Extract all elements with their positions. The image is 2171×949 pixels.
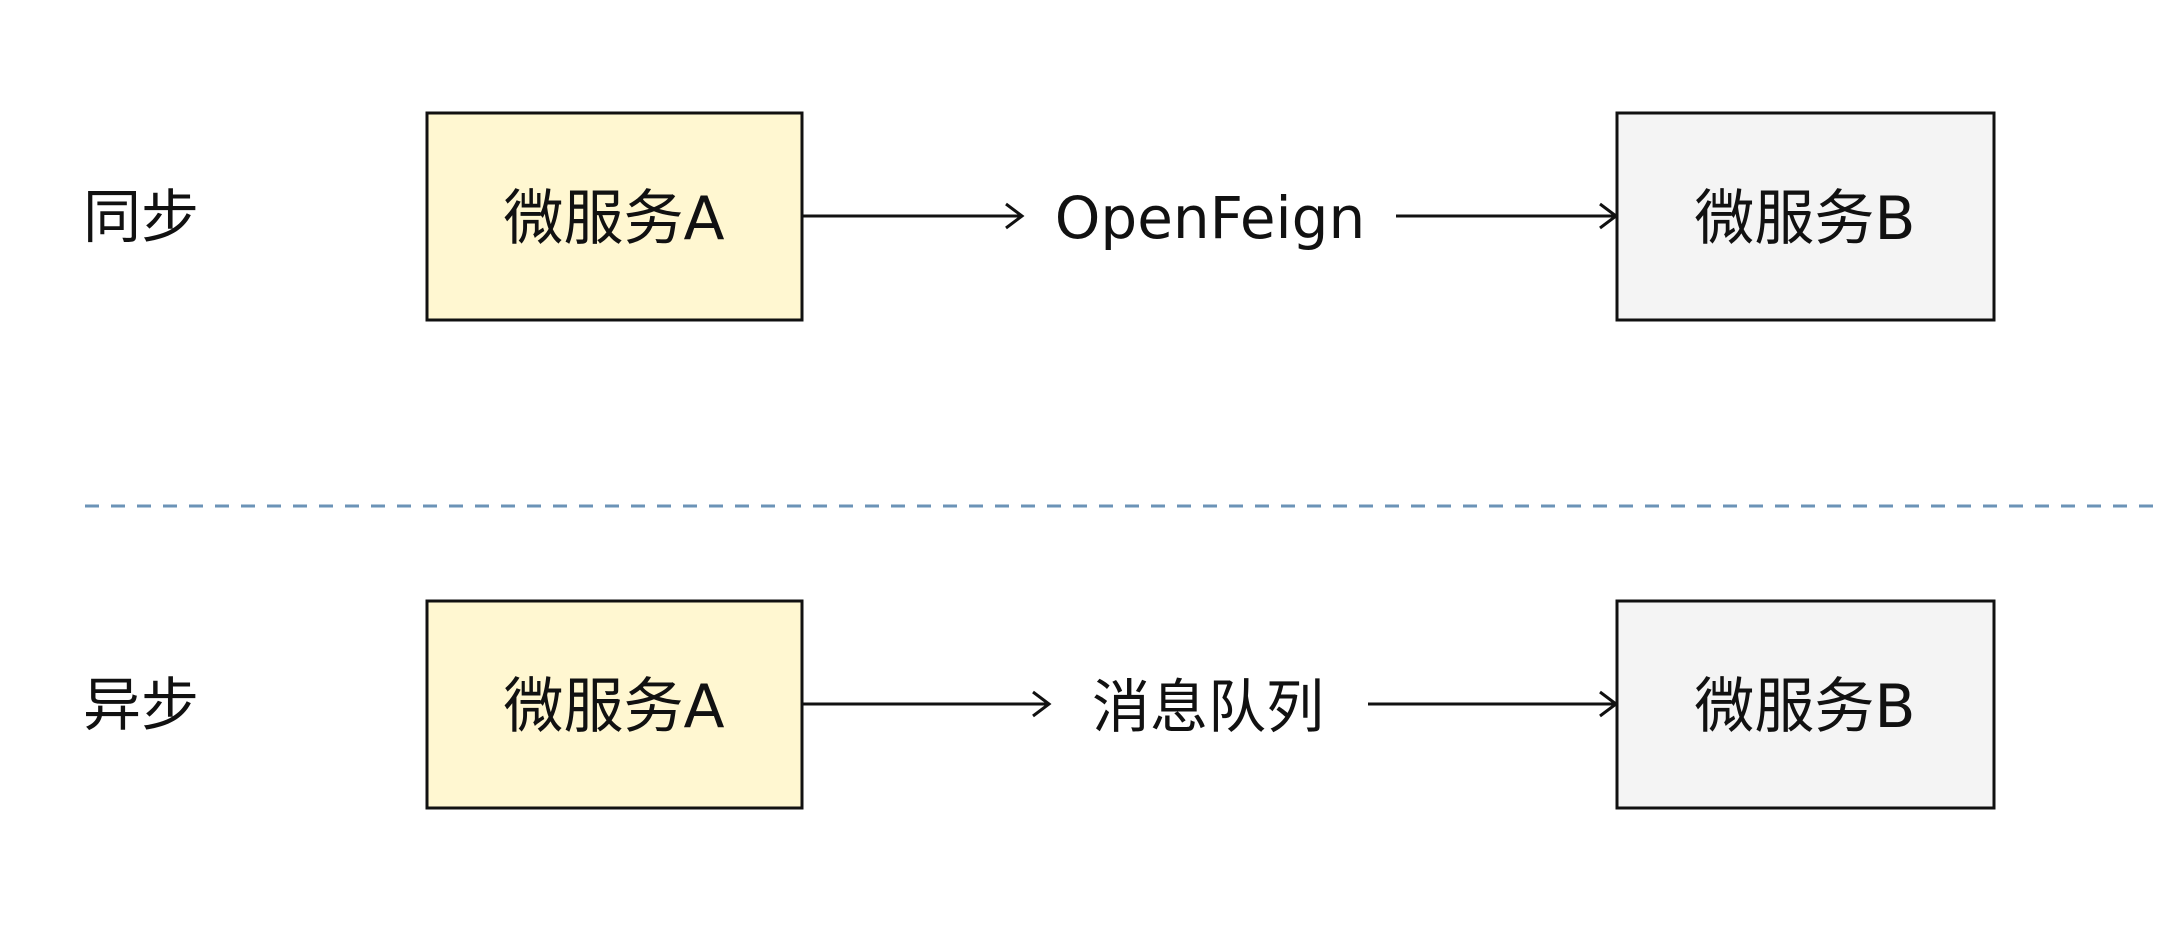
sync-arrow-head-to-channel <box>1005 202 1025 230</box>
async-service-b-label: 微服务B <box>1694 672 1915 742</box>
async-row: 异步 微服务A 消息队列 微服务B <box>83 599 1996 810</box>
sync-channel-label: OpenFeign <box>1055 184 1365 252</box>
async-service-b-box <box>1615 599 1996 810</box>
async-label: 异步 <box>83 671 199 739</box>
sync-row: 同步 微服务A OpenFeign 微服务B <box>83 111 1996 322</box>
async-service-a-box <box>425 599 804 810</box>
sync-service-a-label: 微服务A <box>503 184 724 254</box>
sync-label: 同步 <box>83 183 199 251</box>
async-channel-label: 消息队列 <box>1092 673 1324 741</box>
sync-service-a-box <box>425 111 804 322</box>
async-arrow-head-to-channel <box>1032 690 1052 718</box>
async-service-a-label: 微服务A <box>503 672 724 742</box>
sync-service-b-label: 微服务B <box>1694 184 1915 254</box>
sync-service-b-box <box>1615 111 1996 322</box>
